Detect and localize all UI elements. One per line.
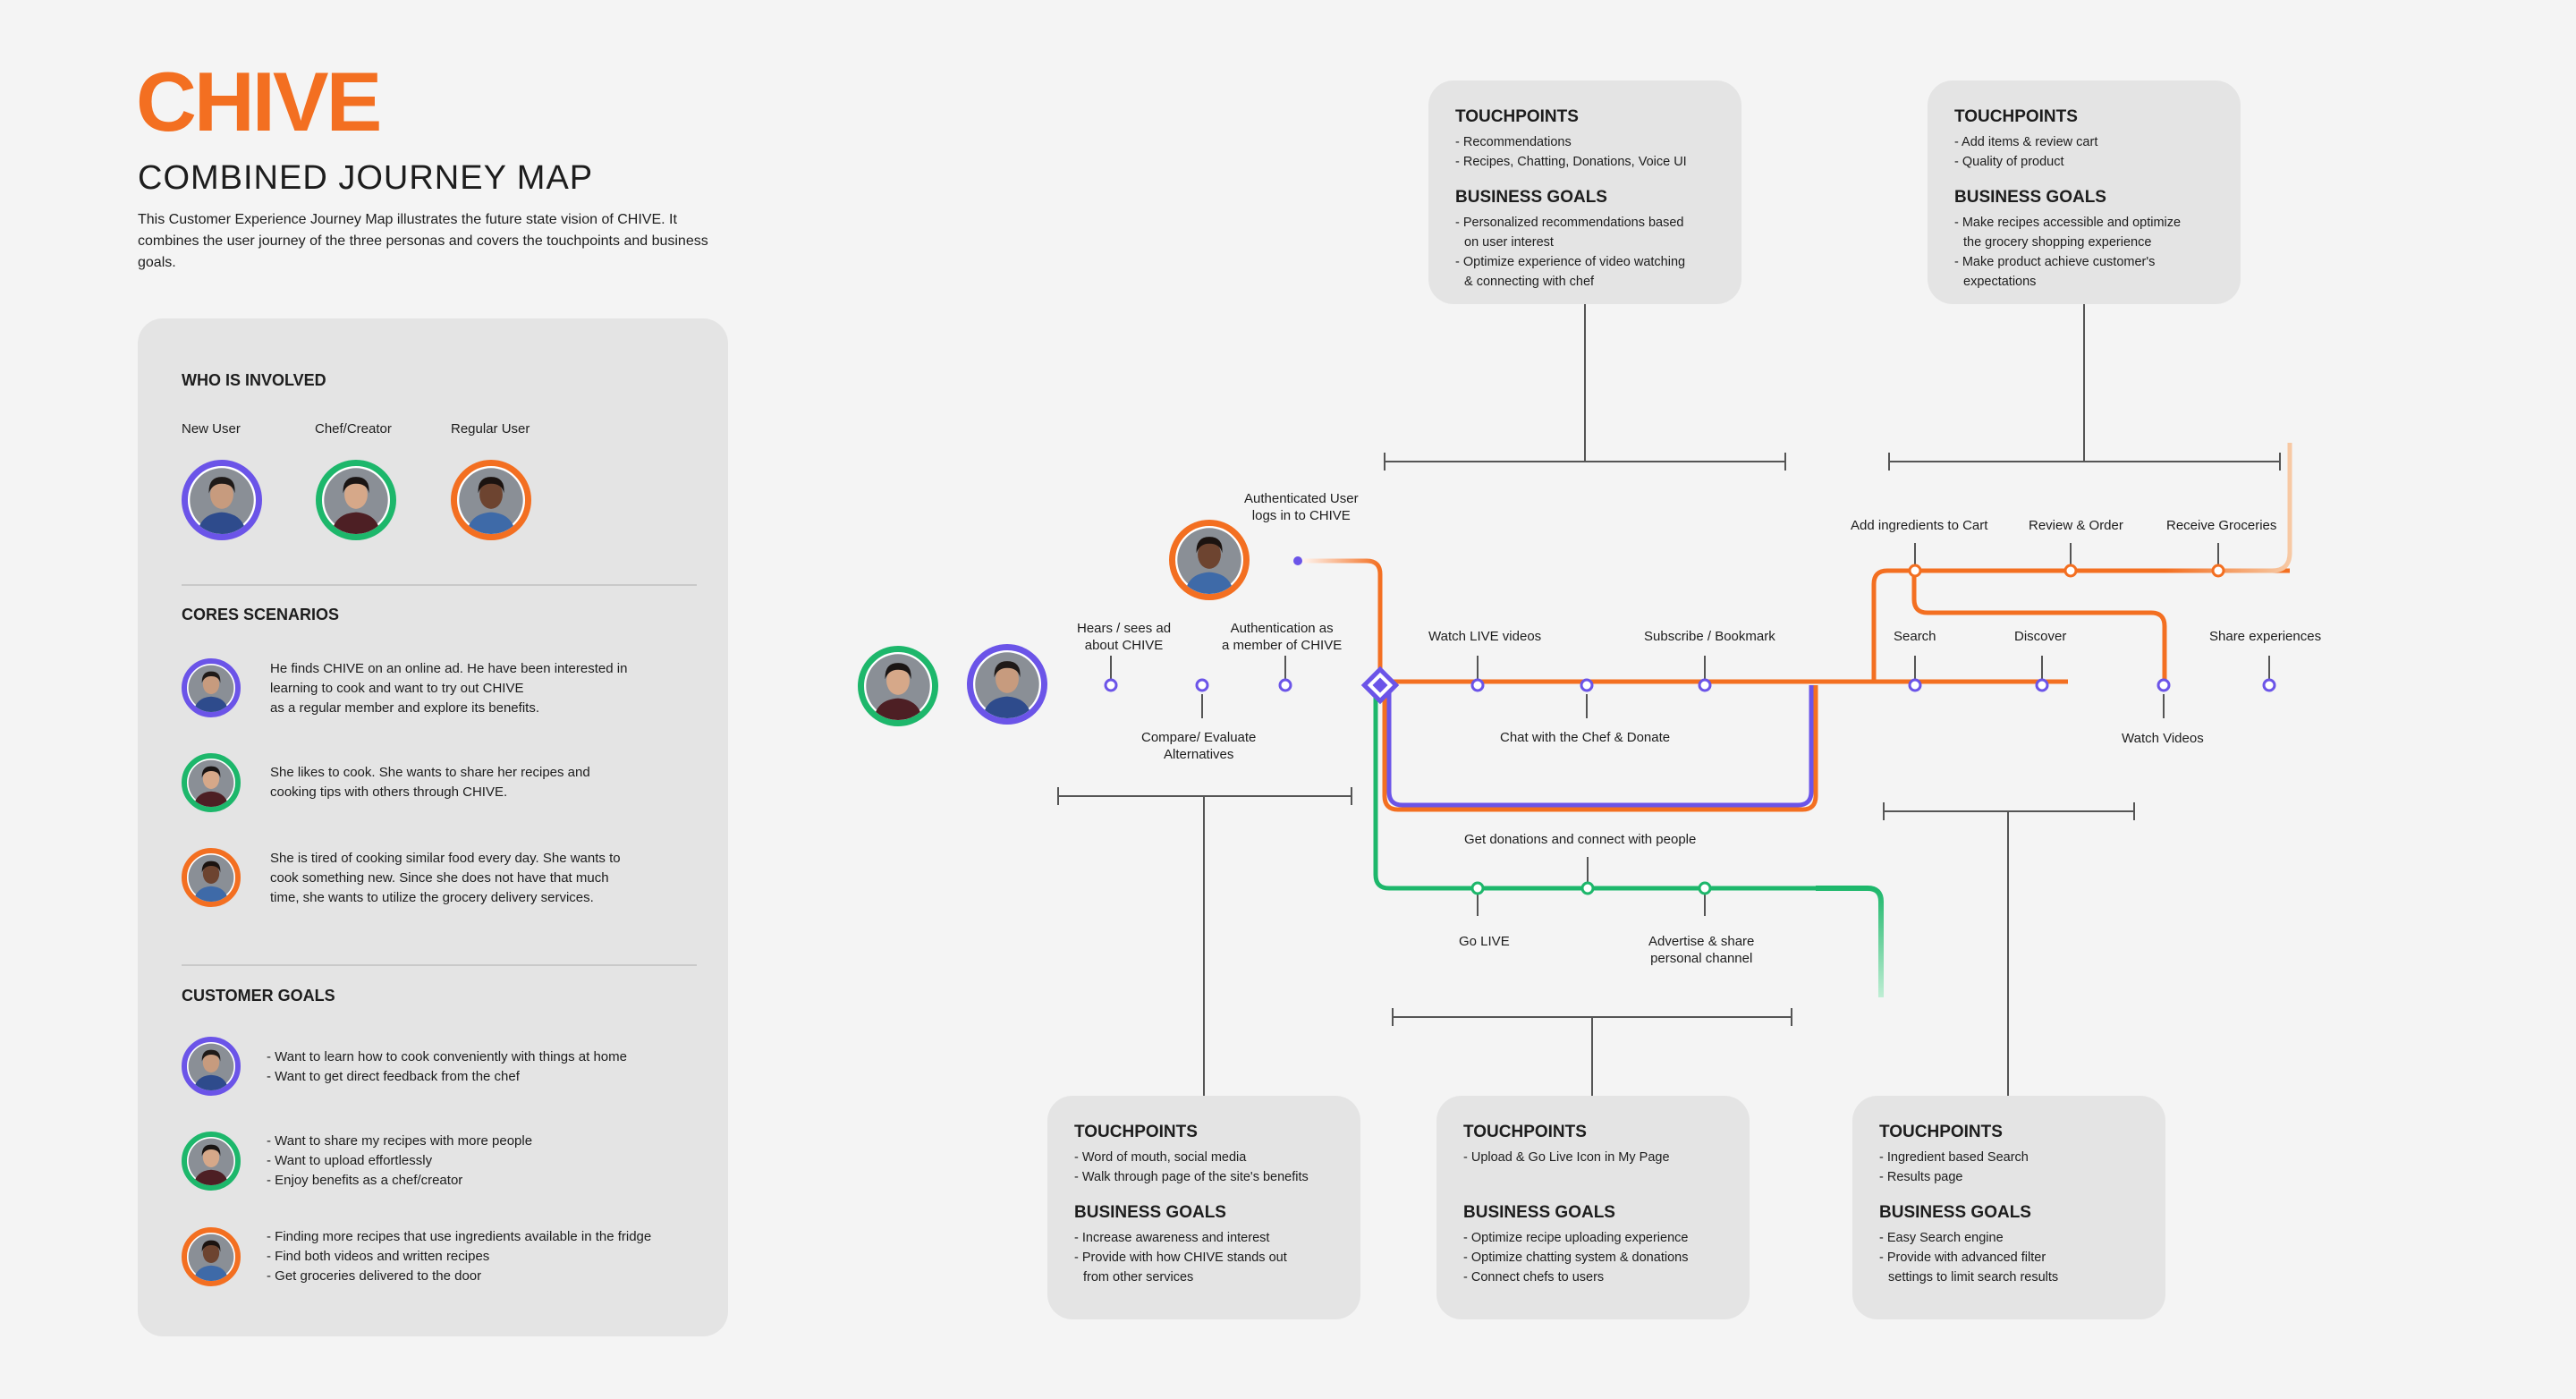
step-watch-live: Watch LIVE videos	[1428, 629, 1542, 644]
avatar-chef	[182, 753, 241, 812]
page-description: This Customer Experience Journey Map ill…	[138, 212, 708, 270]
avatar-new-user	[182, 460, 262, 540]
step-go-live: Go LIVE	[1459, 934, 1510, 949]
page-title: COMBINED JOURNEY MAP	[138, 159, 594, 197]
auth-user-node	[1293, 556, 1302, 565]
avatar-new-user	[182, 658, 241, 717]
step-nodes	[1104, 678, 2276, 692]
step-review: Review & Order	[2029, 518, 2123, 533]
step-watch-videos: Watch Videos	[2122, 731, 2204, 746]
goals-heading: CUSTOMER GOALS	[182, 987, 335, 1005]
touchpoint-card-awareness: TOUCHPOINTS - Word of mouth, social medi…	[1047, 1096, 1360, 1319]
chive-logo: CHIVE	[136, 55, 382, 148]
scenario-chef: She likes to cook. She wants to share he…	[270, 765, 590, 800]
avatar-regular-user	[182, 1227, 241, 1286]
avatar-regular-user	[182, 848, 241, 907]
scenarios-heading: CORES SCENARIOS	[182, 606, 340, 623]
goals-new-user: - Want to learn how to cook conveniently…	[267, 1049, 627, 1084]
step-share: Share experiences	[2209, 629, 2322, 644]
goals-chef: - Want to share my recipes with more peo…	[267, 1133, 533, 1188]
divider	[182, 964, 697, 966]
step-donations: Get donations and connect with people	[1464, 832, 1697, 847]
divider	[182, 584, 697, 586]
step-discover: Discover	[2014, 629, 2067, 644]
step-add-cart: Add ingredients to Cart	[1851, 518, 1988, 533]
touchpoint-card-creator: TOUCHPOINTS - Upload & Go Live Icon in M…	[1436, 1096, 1750, 1319]
avatar-regular-user	[451, 460, 531, 540]
scenario-regular: She is tired of cooking similar food eve…	[270, 851, 621, 905]
touchpoint-card-watch: TOUCHPOINTS - Recommendations- Recipes, …	[1428, 81, 1741, 304]
scenario-new-user: He finds CHIVE on an online ad. He have …	[270, 661, 628, 716]
avatar-chef	[182, 1132, 241, 1191]
avatar-new-user	[967, 644, 1047, 725]
who-heading: WHO IS INVOLVED	[182, 371, 326, 389]
step-search: Search	[1894, 629, 1936, 644]
step-ticks	[1110, 543, 2270, 916]
avatar-regular-user	[1169, 520, 1250, 600]
touchpoint-card-search: TOUCHPOINTS - Ingredient based Search- R…	[1852, 1096, 2165, 1319]
card-connectors	[1057, 304, 2281, 1096]
avatar-chef	[858, 646, 938, 726]
persona-label-chef: Chef/Creator	[315, 421, 392, 437]
home-hub-icon	[1360, 666, 1400, 705]
avatar-chef	[316, 460, 396, 540]
avatar-new-user	[182, 1037, 241, 1096]
step-chat: Chat with the Chef & Donate	[1500, 730, 1671, 745]
persona-label-regular: Regular User	[451, 421, 530, 437]
goals-regular: - Finding more recipes that use ingredie…	[267, 1229, 652, 1284]
touchpoint-card-grocery: TOUCHPOINTS - Add items & review cart- Q…	[1928, 81, 2241, 304]
persona-label-new-user: New User	[182, 421, 241, 437]
step-subscribe: Subscribe / Bookmark	[1644, 629, 1775, 644]
step-receive: Receive Groceries	[2166, 518, 2277, 533]
